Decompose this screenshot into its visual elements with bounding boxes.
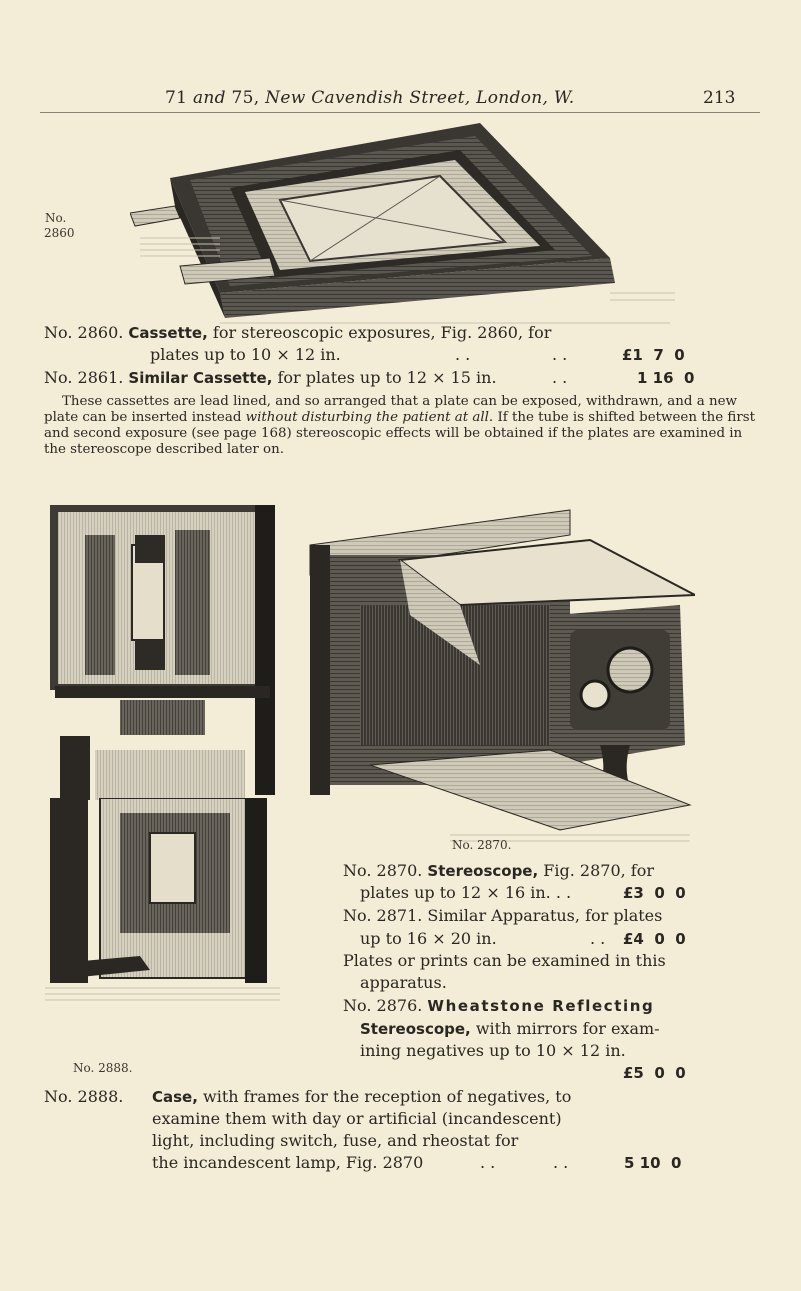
stereoscope-illustration <box>309 509 695 842</box>
item-2870-desc2: plates up to 12 × 16 in. . . <box>360 883 572 902</box>
item-2861-number: No. 2861. <box>44 368 124 387</box>
item-2888-dots: . . <box>480 1153 496 1172</box>
item-2870-name: Stereoscope, <box>427 862 539 880</box>
item-2870-number: No. 2870. <box>343 861 423 880</box>
item-2861-dots: . . <box>552 368 568 387</box>
item-2871-line1: No. 2871. Similar Apparatus, for plates <box>343 906 662 925</box>
item-2876-desc1: with mirrors for exam- <box>475 1019 660 1038</box>
item-2888-desc3: light, including switch, fuse, and rheos… <box>152 1131 519 1150</box>
item-2888-desc1: with frames for the reception of negativ… <box>203 1087 572 1106</box>
running-head-street: New Cavendish Street, London, W. <box>265 88 575 108</box>
plates-note-line1: Plates or prints can be examined in this <box>343 951 666 970</box>
page-number: 213 <box>703 88 736 108</box>
item-2860-number: No. 2860. <box>44 323 124 342</box>
item-2876-number: No. 2876. <box>343 996 423 1015</box>
item-2871-price: £4 0 0 <box>623 930 686 948</box>
fig-2870-caption: No. 2870. <box>452 838 512 852</box>
item-2876-name2: Stereoscope, <box>360 1020 471 1038</box>
item-2860-line1: No. 2860. Cassette, for stereoscopic exp… <box>44 323 551 342</box>
running-head-mid: 75, <box>225 88 266 108</box>
item-2861-desc: for plates up to 12 × 15 in. <box>277 368 497 387</box>
item-2871-desc1: Similar Apparatus, for plates <box>427 906 663 925</box>
fig-2860-label-num: 2860 <box>44 226 75 240</box>
item-2860-desc1: for stereoscopic exposures, Fig. 2860, f… <box>212 323 552 342</box>
item-2876-line1: No. 2876. Wheatstone Reflecting <box>343 996 654 1015</box>
item-2888-price: 5 10 0 <box>624 1154 682 1172</box>
item-2876-price: £5 0 0 <box>623 1064 686 1082</box>
item-2860-price: £1 7 0 <box>622 346 685 364</box>
item-2861-price: 1 16 0 <box>637 369 695 387</box>
paragraph-text2: If the tube is shifted between the first… <box>44 410 756 457</box>
cassette-description-paragraph: These cassettes are lead lined, and so a… <box>44 394 758 458</box>
item-2888-line1: Case, with frames for the reception of n… <box>152 1087 571 1106</box>
cassette-illustration <box>130 123 675 324</box>
item-2888-desc4: the incandescent lamp, Fig. 2870 <box>152 1153 424 1172</box>
item-2870-desc1: Fig. 2870, for <box>543 861 655 880</box>
fig-2860-label-no: No. <box>45 211 67 225</box>
paragraph-italic: without disturbing the patient at all. <box>245 410 494 425</box>
item-2876-name1: Wheatstone Reflecting <box>427 997 655 1015</box>
item-2860-dots2: . . <box>552 345 568 364</box>
header-rule <box>40 112 760 113</box>
item-2860-dots: . . <box>455 345 471 364</box>
item-2876-desc2: ining negatives up to 10 × 12 in. <box>360 1041 626 1060</box>
item-2861-line: No. 2861. Similar Cassette, for plates u… <box>44 368 497 387</box>
running-head-prefix: 71 <box>165 88 193 108</box>
item-2876-line2: Stereoscope, with mirrors for exam- <box>360 1019 660 1038</box>
item-2871-dots: . . <box>590 929 606 948</box>
item-2888-dots2: . . <box>553 1153 569 1172</box>
running-head-and: and <box>192 88 226 108</box>
item-2888-name: Case, <box>152 1088 198 1106</box>
case-illustration-lower <box>45 798 280 1001</box>
item-2860-name: Cassette, <box>128 324 208 342</box>
item-2870-price: £3 0 0 <box>623 884 686 902</box>
case-illustration <box>50 505 275 800</box>
item-2871-number: No. 2871. <box>343 906 423 925</box>
item-2861-name: Similar Cassette, <box>128 369 273 387</box>
item-2871-desc2: up to 16 × 20 in. <box>360 929 497 948</box>
item-2888-number: No. 2888. <box>44 1087 124 1106</box>
item-2870-line1: No. 2870. Stereoscope, Fig. 2870, for <box>343 861 654 880</box>
item-2860-desc2: plates up to 10 × 12 in. <box>150 345 341 364</box>
running-head: 71 and 75, New Cavendish Street, London,… <box>165 88 574 108</box>
paragraph-text1: These cassettes are lead lined, and so a… <box>44 394 737 425</box>
fig-2888-caption: No. 2888. <box>73 1061 133 1075</box>
plates-note-line2: apparatus. <box>360 973 447 992</box>
item-2888-desc2: examine them with day or artificial (inc… <box>152 1109 562 1128</box>
